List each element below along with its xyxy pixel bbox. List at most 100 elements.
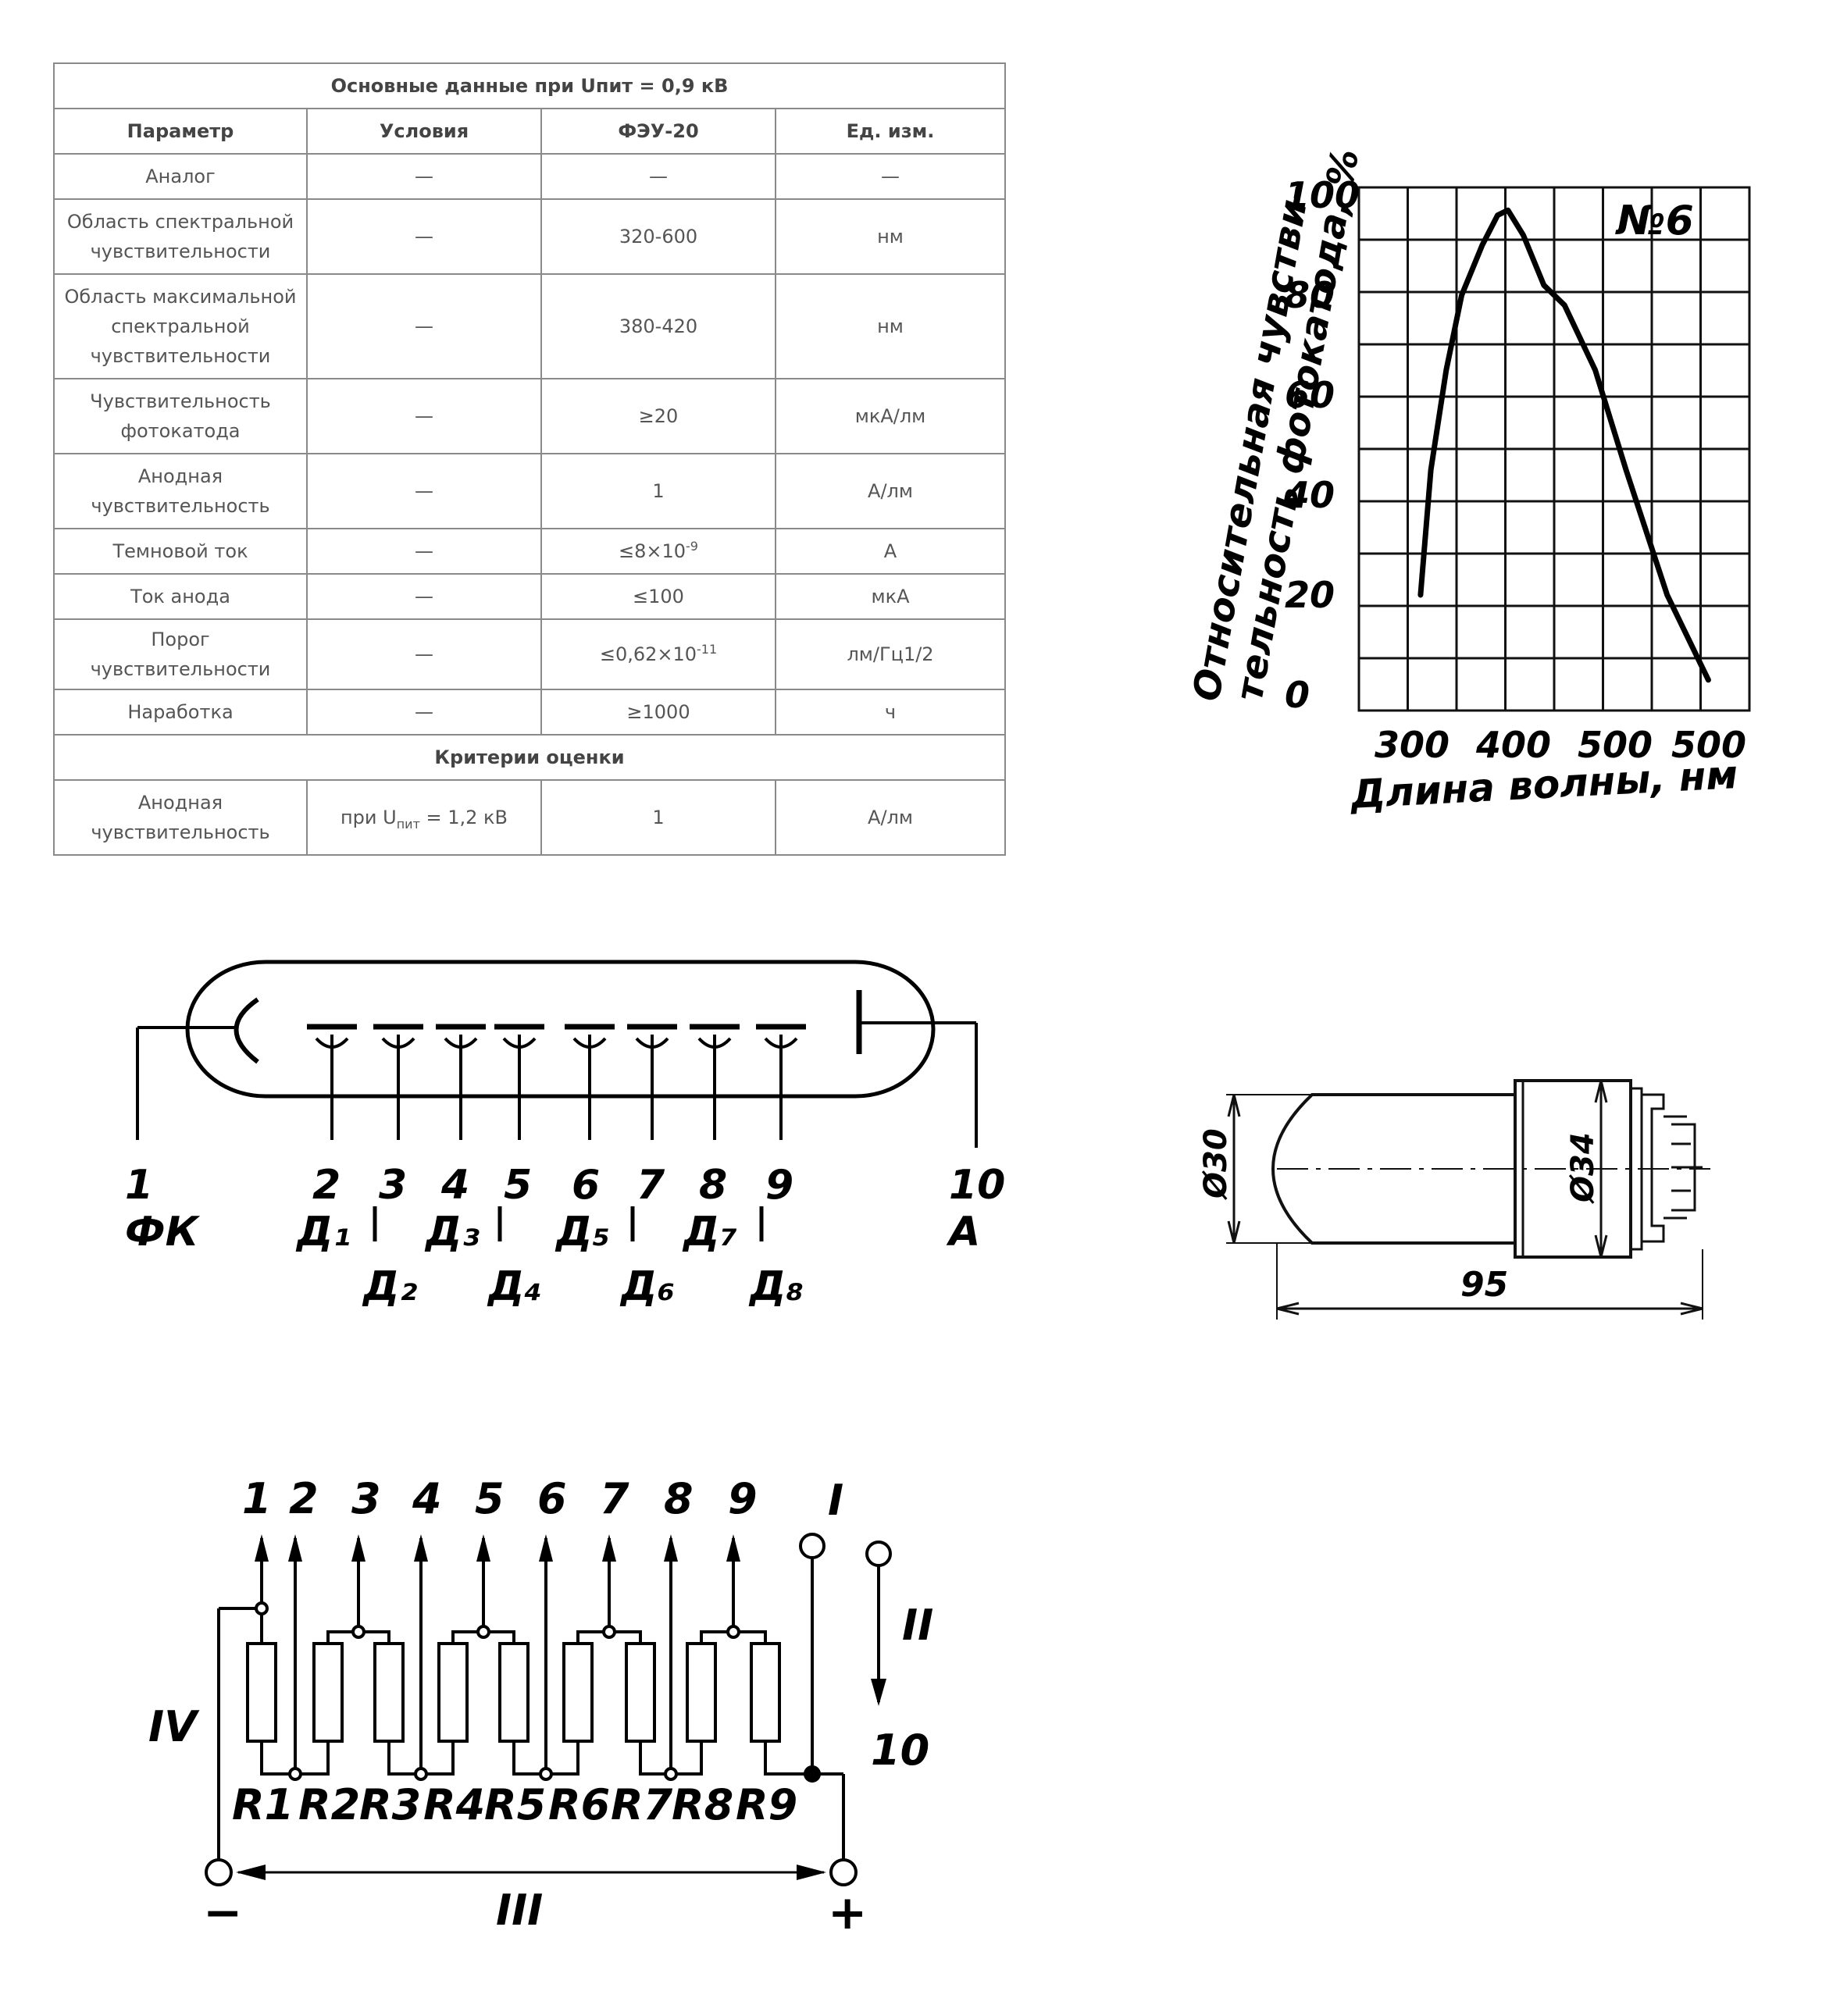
x-tick-label: 300 — [1375, 724, 1450, 766]
arrowhead — [602, 1534, 616, 1562]
value-exponent: -11 — [697, 642, 718, 657]
y-tick-label: 100 — [1285, 174, 1360, 216]
cell-value: ≤8×10-9 — [540, 528, 776, 575]
cell-unit: А/лм — [774, 779, 1007, 856]
arrowheads — [1227, 1094, 1241, 1244]
resistor — [373, 1642, 405, 1743]
junction — [476, 1625, 490, 1639]
table-row: Анодная чувствительность при Uпит = 1,2 … — [53, 779, 1007, 856]
table-row: Область спектральной чувствительности — … — [53, 198, 1007, 275]
cell-unit: лм/Гц1/2 — [774, 618, 1007, 690]
dim-label-d34: Ø34 — [1565, 1132, 1601, 1204]
col-header-param: Параметр — [53, 108, 308, 155]
col-header-cond: Условия — [306, 108, 542, 155]
dynode-group — [307, 1024, 806, 1140]
arrowheads — [1594, 1080, 1608, 1258]
tube-envelope — [185, 960, 936, 1099]
cell-param: Порог чувствительности — [53, 618, 308, 690]
resistor — [625, 1642, 656, 1743]
y-tick-label: 40 — [1284, 474, 1335, 516]
cell-cond: — — [306, 528, 542, 575]
cell-cond: — — [306, 273, 542, 379]
terminal-II-contact — [865, 1540, 892, 1567]
cell-value: 320-600 — [540, 198, 776, 275]
tap-label: 9 — [728, 1474, 758, 1523]
pin-label: Д₃ — [424, 1209, 480, 1256]
cell-value: ≤100 — [540, 573, 776, 620]
pin-label: Д₇ — [682, 1209, 737, 1256]
y-tick-label: 0 — [1285, 674, 1310, 716]
cell-param: Ток анода — [53, 573, 308, 620]
table-row: Порог чувствительности — ≤0,62×10-11 лм/… — [53, 618, 1007, 690]
tap-label: 4 — [412, 1474, 442, 1523]
value-base: ≤8×10 — [619, 540, 686, 562]
col-header-unit: Ед. изм. — [774, 108, 1007, 155]
col-header-value: ФЭУ-20 — [540, 108, 776, 155]
tap-label: 5 — [475, 1474, 505, 1523]
pin-number: 3 — [379, 1162, 407, 1209]
pin-10-label: 10 — [871, 1726, 929, 1775]
cell-cond: — — [306, 573, 542, 620]
arrowhead — [288, 1534, 302, 1562]
arrowhead — [476, 1534, 490, 1562]
terminal-III-label: III — [496, 1886, 543, 1935]
arrowhead — [351, 1534, 366, 1562]
junction — [602, 1625, 616, 1639]
cell-param: Темновой ток — [53, 528, 308, 575]
cell-param: Область спектральной чувствительности — [53, 198, 308, 275]
junction — [288, 1767, 302, 1781]
junction — [351, 1625, 366, 1639]
pin-label: А — [946, 1209, 980, 1256]
table-row: Чувствительность фотокатода — ≥20 мкА/лм — [53, 378, 1007, 454]
resistor-label: R5 — [484, 1780, 546, 1829]
cond-suffix: = 1,2 кВ — [419, 807, 508, 828]
resistor-label: R4 — [423, 1780, 485, 1829]
divider-network — [219, 1534, 821, 1783]
criteria-caption: Критерии оценки — [52, 734, 1007, 781]
pin-number: 9 — [765, 1162, 793, 1209]
resistor — [437, 1642, 469, 1743]
junction — [539, 1767, 553, 1781]
cell-unit: А/лм — [774, 453, 1007, 529]
chart-series-line — [1417, 207, 1711, 683]
plus-terminal — [829, 1858, 858, 1886]
cell-value: 1 — [540, 779, 776, 856]
pin-label: Д₆ — [619, 1263, 675, 1310]
resistor-label: R3 — [359, 1780, 421, 1829]
resistor-label: R9 — [736, 1780, 797, 1829]
dim-label-d30: Ø30 — [1198, 1128, 1234, 1200]
pin-label: ФК — [125, 1209, 201, 1256]
cell-value: — — [540, 153, 776, 200]
pin-number: 6 — [572, 1162, 600, 1209]
base-pins — [1629, 1087, 1703, 1251]
cell-unit: нм — [774, 198, 1007, 275]
cell-cond: — — [306, 618, 542, 690]
x-tick-label: 500 — [1578, 724, 1653, 766]
pin-number: 7 — [637, 1162, 665, 1209]
pin-number: 2 — [312, 1162, 341, 1209]
spec-table: Основные данные при Uпит = 0,9 кВ Параме… — [52, 62, 1007, 856]
cell-cond: — — [306, 153, 542, 200]
terminal-I-contact — [799, 1533, 826, 1559]
cell-cond: при Uпит = 1,2 кВ — [306, 779, 542, 856]
pin-number: 8 — [699, 1162, 727, 1209]
cell-value: 1 — [540, 453, 776, 529]
dim-label-length: 95 — [1460, 1265, 1508, 1305]
table-caption: Основные данные при Uпит = 0,9 кВ — [52, 62, 1007, 109]
resistor-label: R2 — [298, 1780, 360, 1829]
y-tick-label: 20 — [1285, 574, 1335, 616]
cell-param: Чувствительность фотокатода — [53, 378, 308, 454]
resistor-label: R1 — [232, 1780, 294, 1829]
arrowhead — [664, 1534, 678, 1562]
cell-param: Область максимальной спектральной чувств… — [53, 273, 308, 379]
cell-param: Аналог — [53, 153, 308, 200]
table-row: Темновой ток — ≤8×10-9 А — [53, 528, 1007, 575]
chart-grid — [1357, 186, 1751, 712]
photocathode-symbol — [234, 997, 259, 1064]
arrowhead — [539, 1534, 553, 1562]
